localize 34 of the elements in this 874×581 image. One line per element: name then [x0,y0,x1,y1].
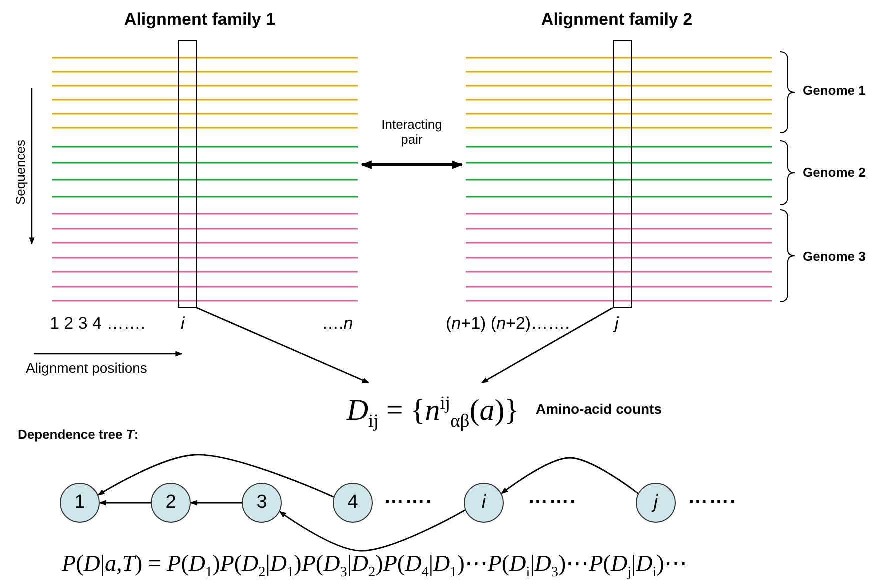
tree-node-circle: j [636,483,676,523]
arrow [481,307,614,384]
position-label: j [615,314,619,334]
arrow [99,500,151,506]
position-label: (n+1) (n+2)……. [446,314,570,334]
ellipsis: ……. [384,486,433,509]
genome-label: Genome 1 [803,83,866,98]
arrow [360,160,464,170]
probability-formula: P(D|a,T) = P(D$_{1}$)P(D$_{2}$|D$_{1}$)P(D$_{3}$|D$_{2}$)P(D$_{4}$|D$_{1}$)⋯P(D$_{i}$|D$_{3}$)⋯P(D$_{j}$|D$_{i}$)⋯ [62,550,688,577]
tree-node-circle: 1 [60,483,100,523]
genome-label: Genome 2 [803,165,866,180]
axis-label: Sequences [13,140,28,206]
position-label: ….n [322,314,354,334]
arrow [501,457,639,494]
arrow [279,510,466,552]
column-box [178,40,197,308]
formula-caption: Amino-acid counts [536,401,662,417]
tree-node-circle: 2 [151,483,191,523]
arrow [98,454,334,498]
tree-node-circle: i [464,483,504,523]
arrow [190,500,242,506]
tree-title: Dependence tree T: [18,427,139,442]
panel-title: Alignment family 2 [540,10,694,30]
genome-label: Genome 3 [803,249,866,264]
panel-title: Alignment family 1 [123,10,277,30]
arrow [196,307,370,384]
tree-node-circle: 3 [242,483,282,523]
ellipsis: ……. [528,486,577,509]
tree-node-circle: 4 [333,483,373,523]
ellipsis: ……. [688,486,737,509]
axis-label: Alignment positions [26,360,148,376]
position-label: 1 2 3 4 ……. [50,314,146,334]
position-label: i [181,314,185,334]
column-box [613,40,632,308]
